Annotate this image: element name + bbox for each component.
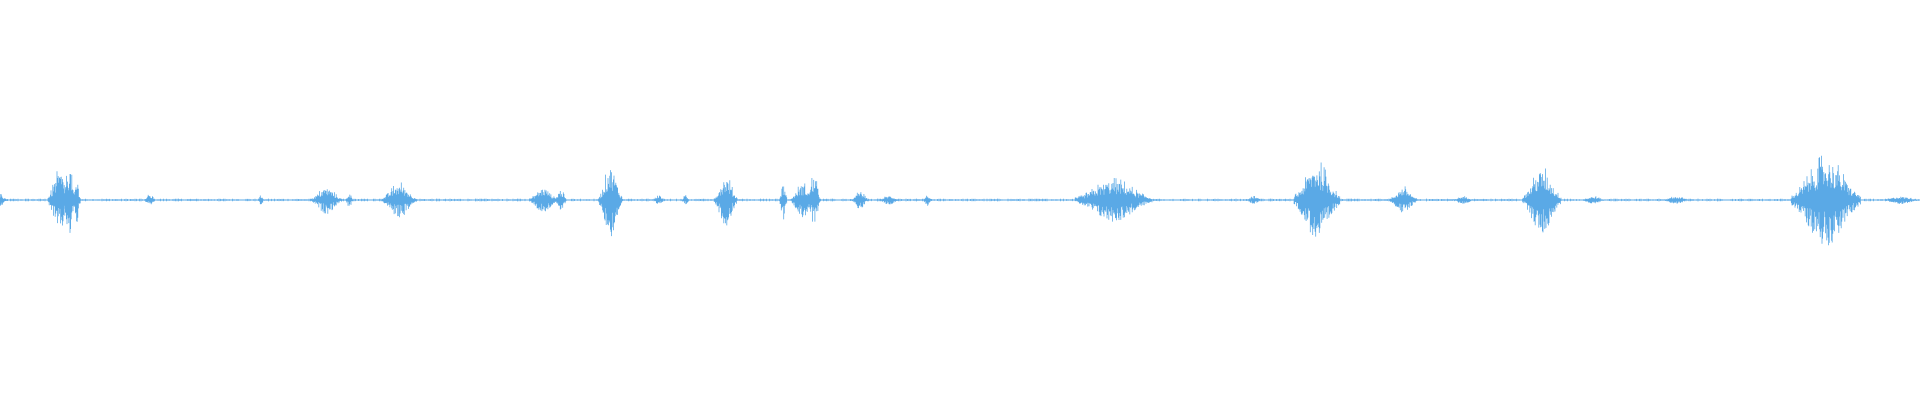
waveform-path [0,155,1920,246]
waveform-samples [0,155,1920,246]
